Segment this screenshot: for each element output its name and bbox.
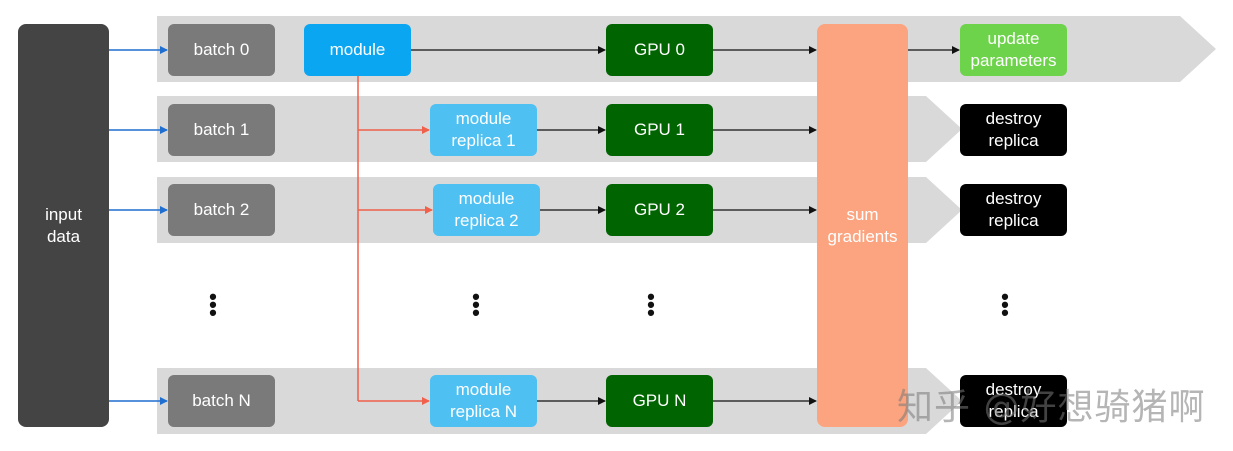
gpu-2-box: GPU 2 <box>606 184 713 236</box>
gpu-0-box: GPU 0 <box>606 24 713 76</box>
batch-0-label: batch 0 <box>193 40 250 59</box>
input-data-label: input data <box>45 204 82 246</box>
batch-1-label: batch 1 <box>193 120 250 139</box>
ellipsis-replicas: • • • <box>472 284 480 325</box>
gpu-1-box: GPU 1 <box>606 104 713 156</box>
gpu-2-label: GPU 2 <box>633 200 686 219</box>
module-replica-n-box: module replica N <box>430 375 537 427</box>
gpu-n-label: GPU N <box>632 391 687 410</box>
batch-0-box: batch 0 <box>168 24 275 76</box>
batch-1-box: batch 1 <box>168 104 275 156</box>
ellipsis-destroy: • • • <box>1001 284 1009 325</box>
batch-n-label: batch N <box>192 391 251 410</box>
destroy-replica-1-label: destroy replica <box>985 109 1042 150</box>
destroy-replica-1-box: destroy replica <box>960 104 1067 156</box>
ellipsis-gpus: • • • <box>647 284 655 325</box>
module-label: module <box>329 40 386 59</box>
destroy-replica-2-box: destroy replica <box>960 184 1067 236</box>
gpu-0-label: GPU 0 <box>633 40 686 59</box>
batch-2-label: batch 2 <box>193 200 250 219</box>
input-data-block: input data <box>18 24 109 427</box>
destroy-replica-2-label: destroy replica <box>985 189 1042 230</box>
module-box: module <box>304 24 411 76</box>
batch-2-box: batch 2 <box>168 184 275 236</box>
gpu-n-box: GPU N <box>606 375 713 427</box>
sum-gradients-label: sum gradients <box>827 204 898 246</box>
module-replica-n-label: module replica N <box>449 380 518 421</box>
module-replica-1-box: module replica 1 <box>430 104 537 156</box>
ellipsis-batches: • • • <box>209 284 217 325</box>
module-replica-1-label: module replica 1 <box>451 109 516 150</box>
module-replica-2-label: module replica 2 <box>454 189 519 230</box>
watermark-text: 知乎 @好想骑猪啊 <box>897 387 1206 428</box>
module-replica-2-box: module replica 2 <box>433 184 540 236</box>
batch-n-box: batch N <box>168 375 275 427</box>
update-parameters-box: update parameters <box>960 24 1067 76</box>
destroy-replica-n-label: destroy replica <box>985 380 1042 421</box>
gpu-1-label: GPU 1 <box>633 120 686 139</box>
update-parameters-label: update parameters <box>970 29 1057 70</box>
sum-gradients-block: sum gradients <box>817 24 908 427</box>
destroy-replica-n-box: destroy replica <box>960 375 1067 427</box>
